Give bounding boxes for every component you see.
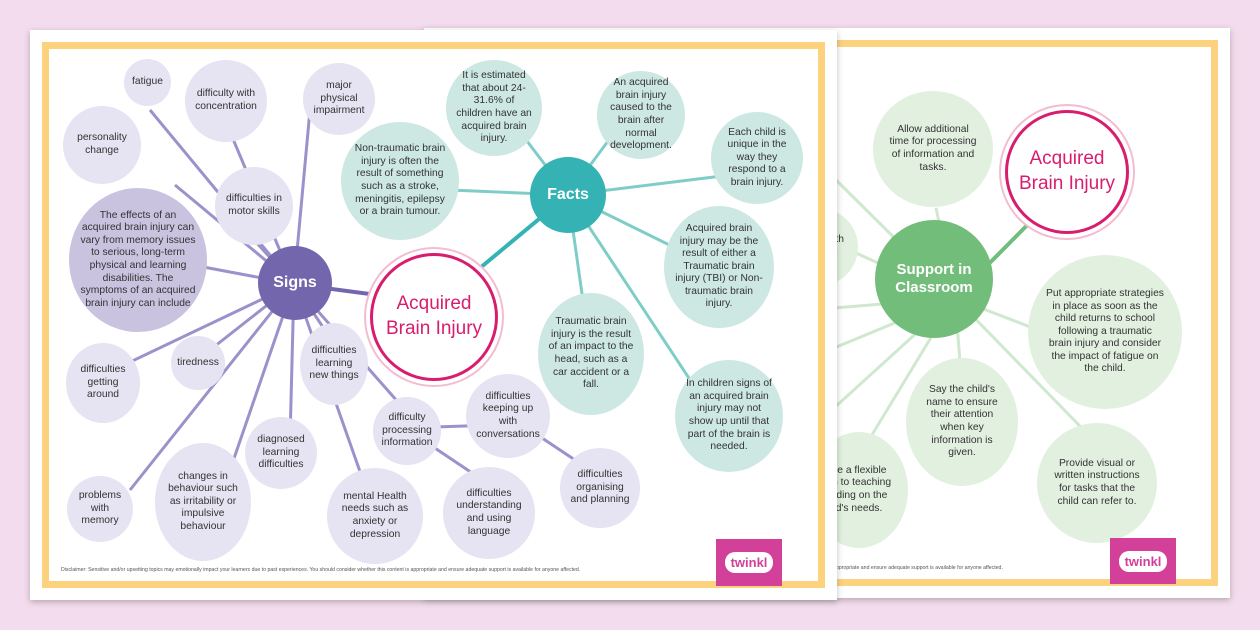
disclaimer: ppropriate and ensure adequate support i… <box>836 565 1003 571</box>
sign-personality: personality change <box>63 106 141 184</box>
disclaimer: Disclaimer: Sensitive and/or upsetting t… <box>61 567 581 573</box>
sign-memory: problems with memory <box>67 476 133 542</box>
main-title: Acquired Brain Injury <box>1005 110 1129 234</box>
fact-estimate: It is estimated that about 24-31.6% of c… <box>446 60 542 156</box>
signs-effects: The effects of an acquired brain injury … <box>69 188 207 332</box>
support-hub: Support in Classroom <box>875 220 993 338</box>
support-name: Say the child's name to ensure their att… <box>906 358 1018 486</box>
support-visual: Provide visual or written instructions f… <box>1037 423 1157 543</box>
sign-tiredness: tiredness <box>171 336 225 390</box>
brain-injury-sheet: Acquired Brain Injury Signs Facts The ef… <box>30 30 837 600</box>
sign-behaviour: changes in behaviour such as irritabilit… <box>155 443 251 561</box>
support-strategies: Put appropriate strategies in place as s… <box>1028 255 1182 409</box>
sign-processing: difficulty processing information <box>373 397 441 465</box>
fact-either: Acquired brain injury may be the result … <box>664 206 774 328</box>
sign-organising: difficulties organising and planning <box>560 448 640 528</box>
sign-getting-around: difficulties getting around <box>66 343 140 423</box>
facts-hub: Facts <box>530 157 606 233</box>
fact-non-traumatic: Non-traumatic brain injury is often the … <box>341 122 459 240</box>
sign-concentration: difficulty with concentration <box>185 60 267 142</box>
fact-caused: An acquired brain injury caused to the b… <box>597 71 685 159</box>
sign-learning-new: difficulties learning new things <box>300 323 368 405</box>
sign-mental-health: mental Health needs such as anxiety or d… <box>327 468 423 564</box>
twinkl-logo: twinkl <box>716 539 782 586</box>
sign-physical: major physical impairment <box>303 63 375 135</box>
sign-diagnosed: diagnosed learning difficulties <box>245 417 317 489</box>
sign-motor: difficulties in motor skills <box>215 167 293 245</box>
twinkl-logo: twinkl <box>1110 538 1176 584</box>
sign-understanding: difficulties understanding and using lan… <box>443 467 535 559</box>
main-title: Acquired Brain Injury <box>370 253 498 381</box>
sheet-border <box>42 42 825 588</box>
sign-keeping-up: difficulties keeping up with conversatio… <box>466 374 550 458</box>
fact-children: In children signs of an acquired brain i… <box>675 360 783 472</box>
support-time: Allow additional time for processing of … <box>873 91 993 207</box>
sign-fatigue: fatigue <box>124 59 171 106</box>
fact-traumatic: Traumatic brain injury is the result of … <box>538 293 644 415</box>
fact-unique: Each child is unique in the way they res… <box>711 112 803 204</box>
signs-hub: Signs <box>258 246 332 320</box>
